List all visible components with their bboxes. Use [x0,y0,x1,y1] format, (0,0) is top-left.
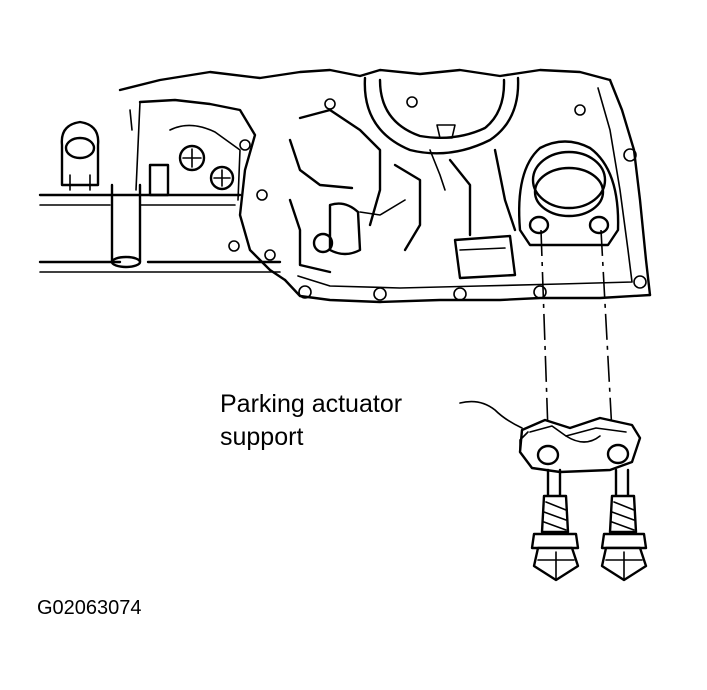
parking-actuator-support-part [518,416,642,474]
part-label-line1: Parking actuator [220,390,403,418]
alignment-lines [540,229,613,433]
bolt-right [600,468,648,582]
figure-code: G02063074 [37,597,142,619]
label-leader-line [459,400,523,429]
part-label-line2: support [220,423,304,451]
bolt-left [530,468,580,582]
transmission-case [38,68,652,304]
